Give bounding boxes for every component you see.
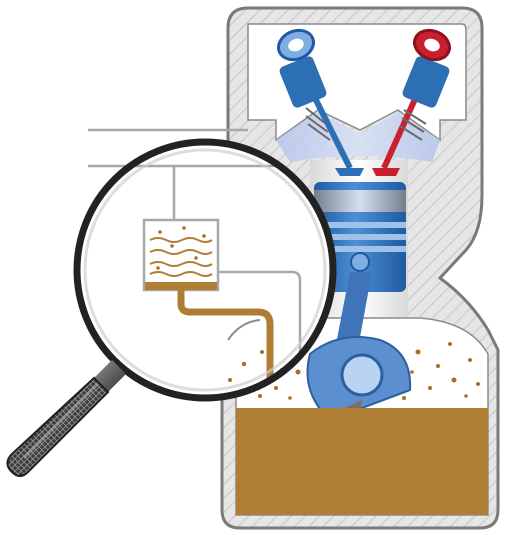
magnifier-handle	[7, 360, 126, 476]
oil-sump	[236, 408, 488, 515]
oil-separator-chamber	[144, 220, 218, 290]
